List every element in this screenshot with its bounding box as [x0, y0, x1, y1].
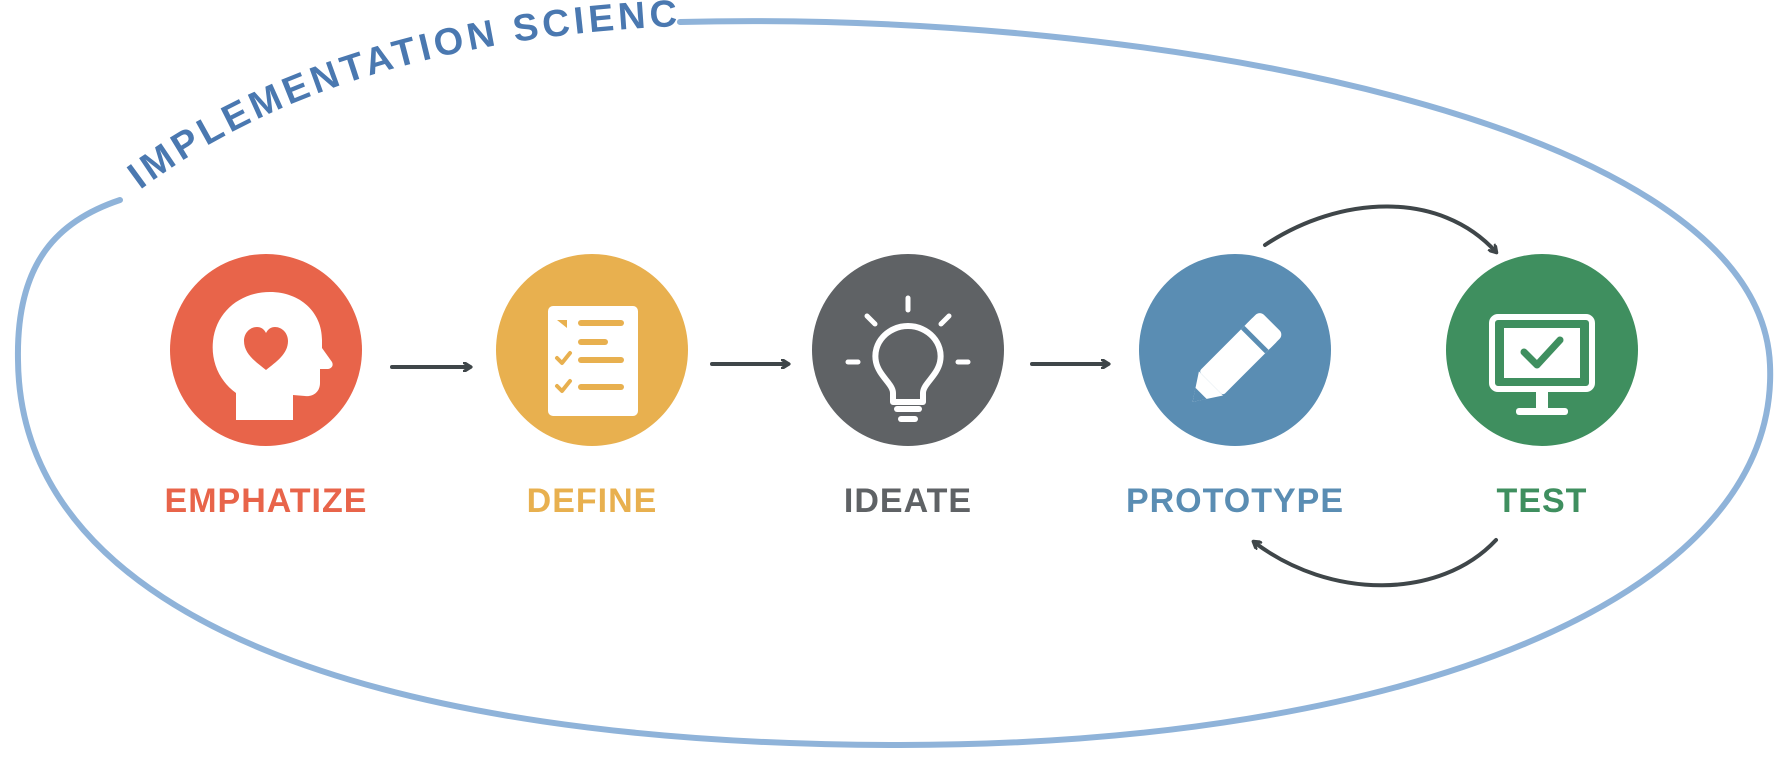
pencil-icon — [1192, 313, 1282, 402]
arrow-test-to-prototype — [1254, 538, 1498, 588]
monitor-check-icon — [1489, 314, 1595, 415]
lightbulb-icon — [845, 295, 971, 422]
test-label: TEST — [1497, 482, 1588, 520]
arrow-prototype-to-test — [1263, 204, 1496, 252]
stage-test: TEST — [1446, 254, 1638, 520]
stage-define: DEFINE — [496, 254, 688, 520]
stage-emphatize: EMPHATIZE — [165, 254, 368, 520]
head-heart-icon — [212, 292, 333, 420]
frame-ellipse — [14, 18, 1774, 749]
stage-ideate: IDEATE — [812, 254, 1004, 520]
emphatize-label: EMPHATIZE — [165, 482, 368, 520]
ideate-label: IDEATE — [844, 482, 972, 520]
stage-prototype: PROTOTYPE — [1126, 254, 1344, 520]
prototype-label: PROTOTYPE — [1126, 482, 1344, 520]
define-label: DEFINE — [527, 482, 658, 520]
ideate-circle — [812, 254, 1004, 446]
checklist-icon — [548, 306, 638, 416]
